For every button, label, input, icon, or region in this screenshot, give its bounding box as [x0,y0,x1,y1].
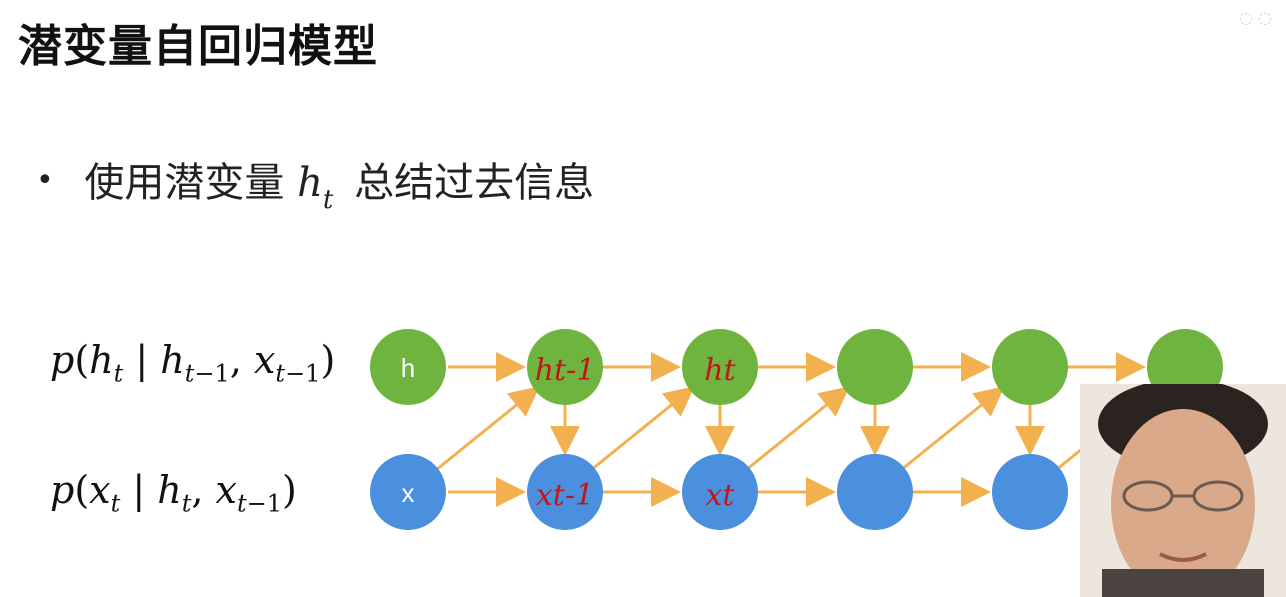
node-h-1 [527,329,603,405]
arrow-d-3 [745,386,850,472]
bullet-point: • 使用潜变量 ht 总结过去信息 [36,150,595,215]
node-h-4 [992,329,1068,405]
node-x-1 [527,454,603,530]
node-x-label: x [402,478,415,508]
handwritten-h-cur: ht [704,353,736,388]
node-x-2 [682,454,758,530]
bullet-variable: h [297,160,323,206]
arrow-d-4 [900,386,1005,472]
presenter-video [1080,384,1286,597]
bullet-dot-icon: • [36,163,54,198]
node-x-4 [992,454,1068,530]
node-h-3 [837,329,913,405]
node-h-label: h [401,353,415,383]
bullet-variable-sub: t [322,185,334,215]
node-h-2 [682,329,758,405]
arrow-d-2 [590,386,695,472]
node-x-0 [370,454,446,530]
slide-title: 潜变量自回归模型 [18,21,378,72]
equation-observation: p(xt | ht, xt−1) [50,468,297,518]
bullet-text-before: 使用潜变量 [84,160,285,206]
handwritten-h-prev: ht-1 [535,353,596,388]
node-x-3 [837,454,913,530]
handwritten-x-cur: xt [706,478,736,513]
video-watermark: ◌ ◌ [1238,8,1272,27]
presenter-face-icon [1080,384,1286,597]
arrow-d-1 [435,386,540,472]
bullet-text-after: 总结过去信息 [354,160,595,206]
handwritten-x-prev: xt-1 [536,478,594,513]
equation-hidden-transition: p(ht | ht−1, xt−1) [50,338,336,388]
node-h-0 [370,329,446,405]
